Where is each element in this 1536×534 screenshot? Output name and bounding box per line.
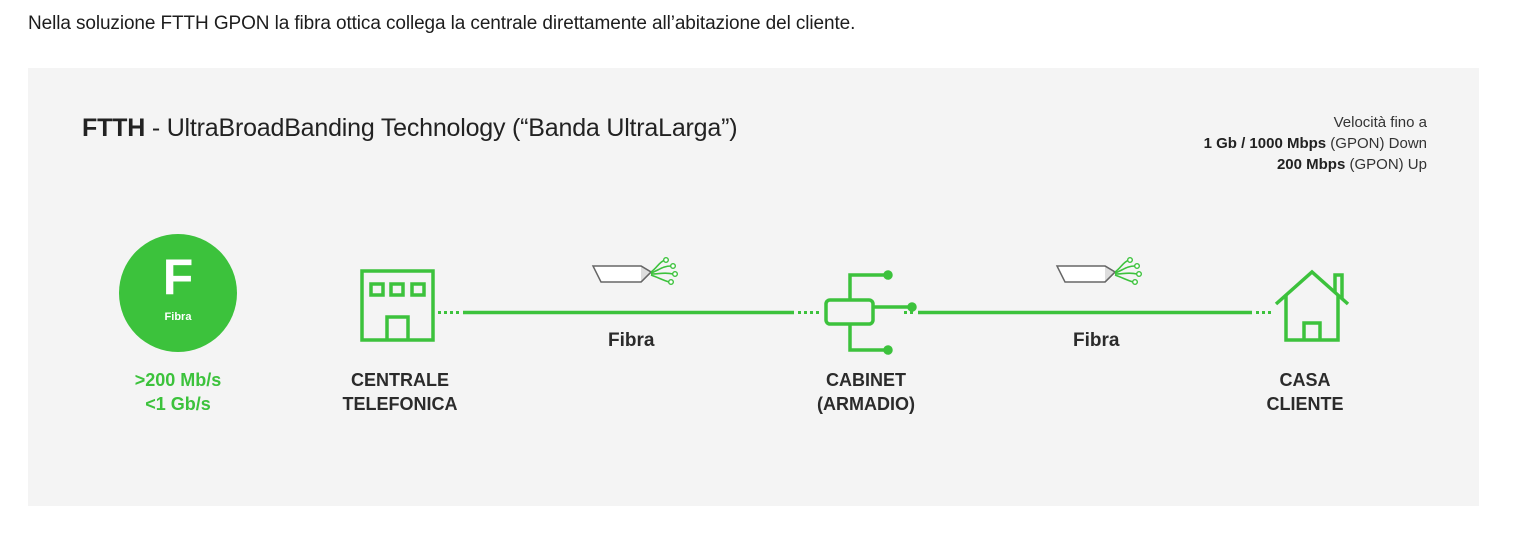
house-icon [1274,269,1350,342]
speed-down: 1 Gb / 1000 Mbps (GPON) Down [1203,135,1427,152]
badge-label: Fibra [165,311,193,323]
speed-up: 200 Mbps (GPON) Up [1276,156,1427,173]
node-label-cabinet: CABINET (ARMADIO) [817,370,915,414]
speed-line1: Velocità fino a [1333,114,1427,131]
title-rest: - UltraBroadBanding Technology (“Banda U… [145,114,738,142]
badge-letter: F [163,249,194,305]
network-diagram: F Fibra [119,234,1350,355]
ftth-diagram-panel: FTTH - UltraBroadBanding Technology (“Ba… [28,68,1479,506]
fiber-cable-icon [591,257,678,286]
title-bold: FTTH [82,114,146,142]
fibra-badge-icon: F Fibra [119,234,237,352]
connector-dots-left [438,311,459,314]
speed-info: Velocità fino a 1 Gb / 1000 Mbps (GPON) … [1204,112,1427,175]
connector-dots-right [1256,311,1271,314]
node-label-centrale: CENTRALE TELEFONICA [342,370,458,414]
node-label-casa: CASA CLIENTE [1266,370,1344,414]
badge-speed: >200 Mb/s <1 Gb/s [134,370,222,414]
intro-text: Nella soluzione FTTH GPON la fibra ottic… [28,13,856,34]
connector-dots-center-left [798,311,819,314]
link-label-left: Fibra [608,330,655,351]
panel-title: FTTH - UltraBroadBanding Technology (“Ba… [82,114,738,143]
cabinet-icon [824,270,917,355]
building-icon [360,269,435,342]
link-label-right: Fibra [1073,330,1120,351]
fiber-cable-icon [1055,257,1142,286]
connector-dots-center-right [904,311,913,314]
